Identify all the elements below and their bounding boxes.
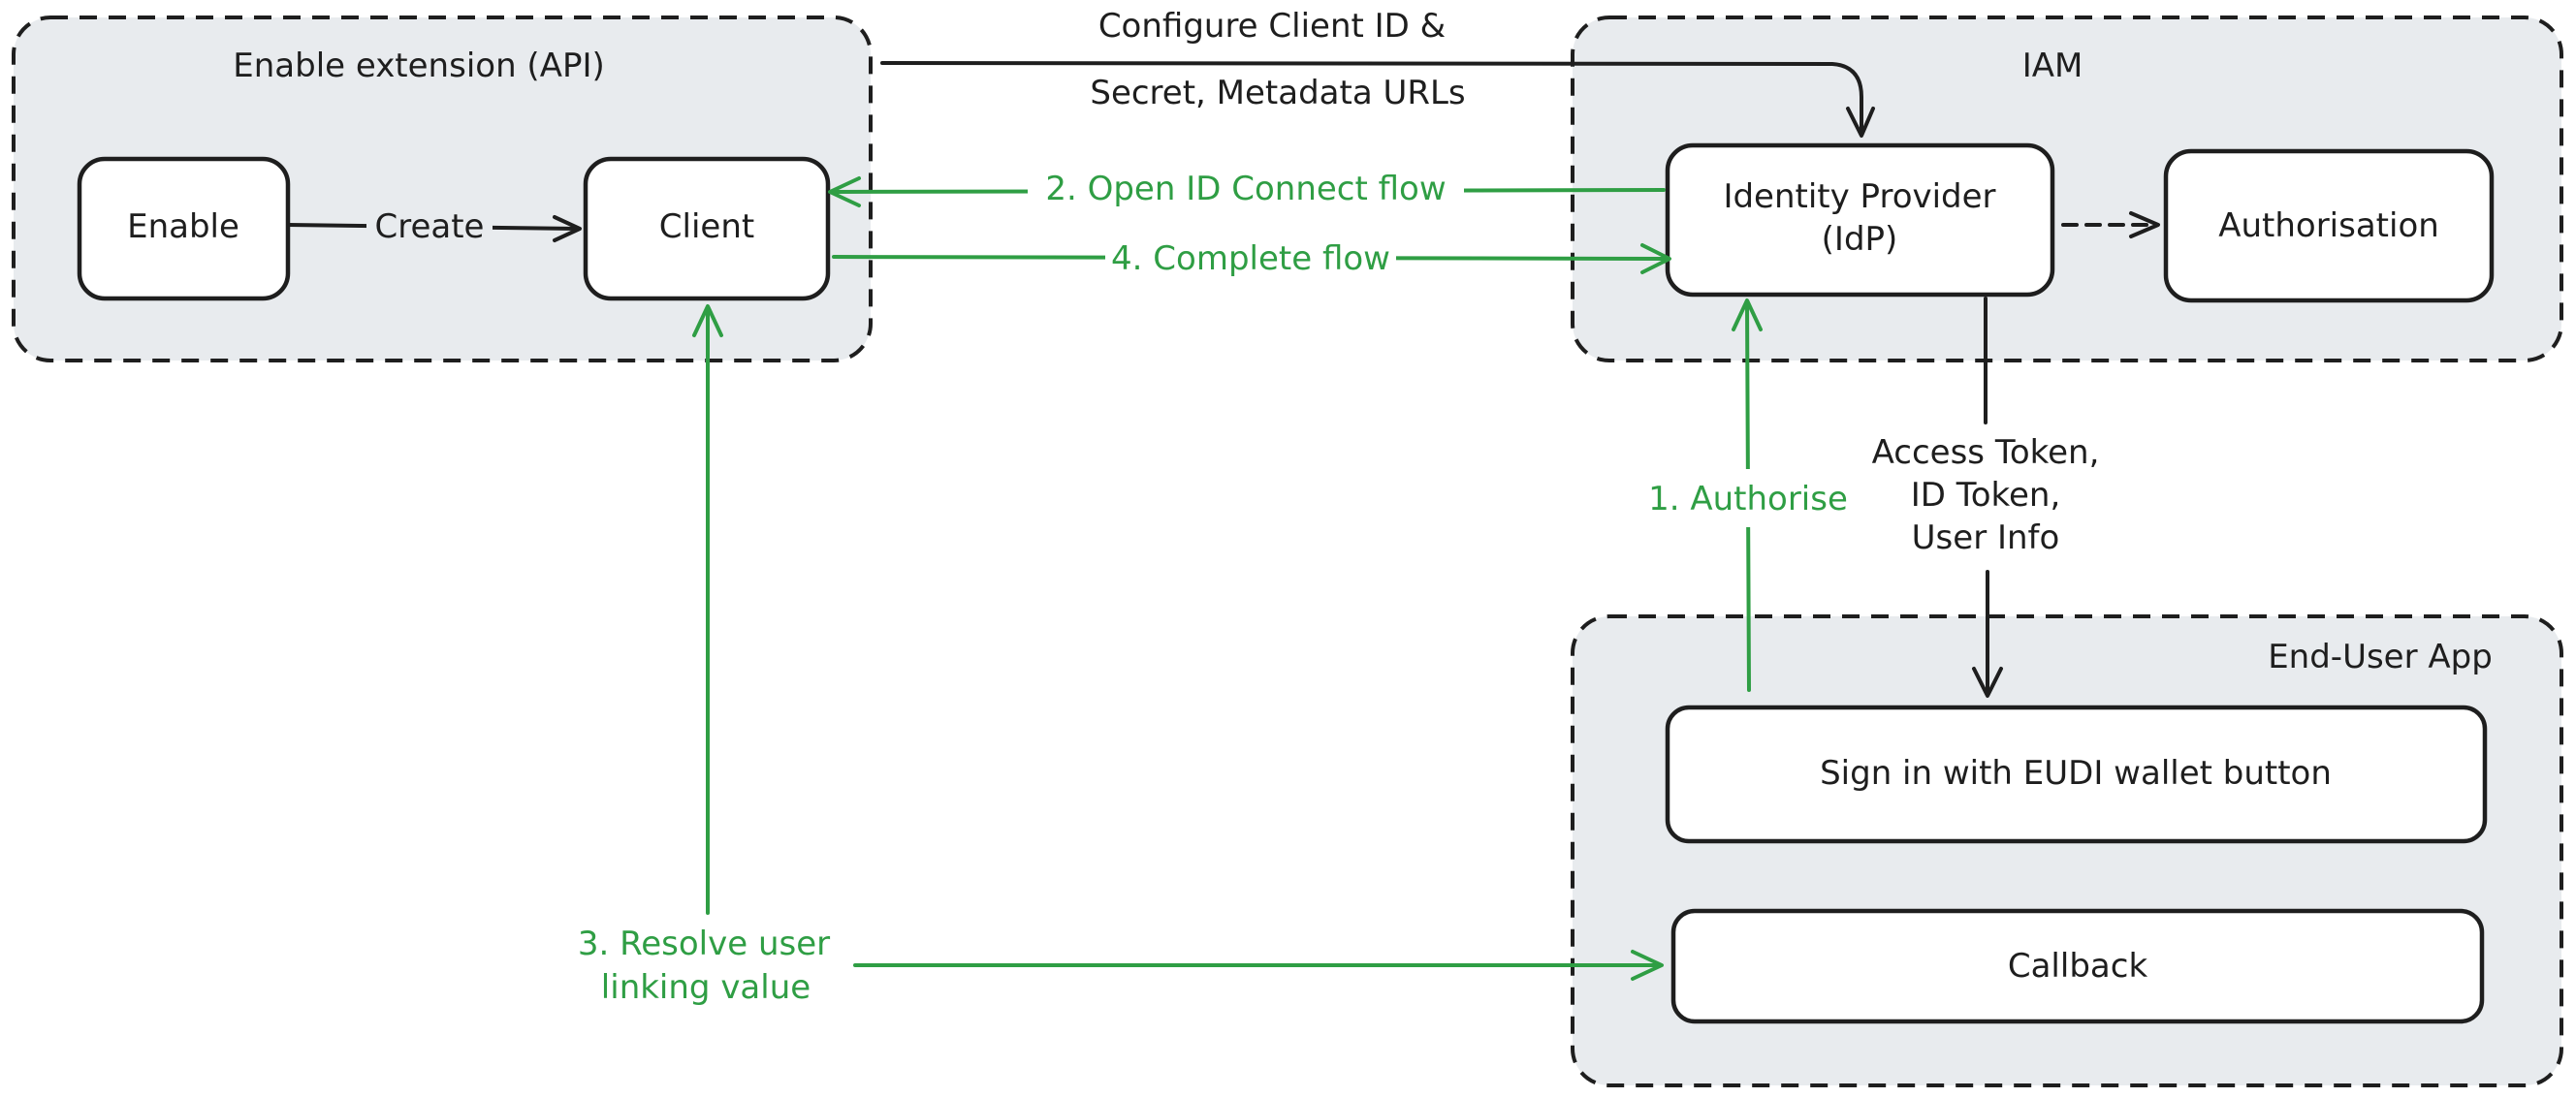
node-client: [583, 156, 831, 301]
edge-resolve-label-line1: 3. Resolve user: [578, 925, 830, 963]
edge-oidc-label: 2. Open ID Connect flow: [1045, 170, 1446, 208]
edge-complete-flow: 4. Complete flow: [832, 236, 1671, 283]
node-signin-label: Sign in with EUDI wallet button: [1820, 754, 2332, 793]
edge-idp-to-authorisation: [2061, 211, 2160, 238]
edge-tokens: Access Token, ID Token, User Info: [1872, 297, 2100, 698]
node-client-label: Client: [659, 207, 754, 246]
edge-tokens-label-line1: Access Token,: [1872, 433, 2100, 472]
node-idp-label-line2: (IdP): [1822, 220, 1898, 259]
group-label-api: Enable extension (API): [233, 47, 605, 85]
node-idp-label-line1: Identity Provider: [1723, 177, 1995, 216]
edge-resolve-label-line2: linking value: [601, 968, 811, 1007]
edge-tokens-label-line3: User Info: [1912, 518, 2060, 557]
edge-configure: Configure Client ID & Secret, Metadata U…: [880, 7, 1875, 138]
node-identity-provider: [1665, 142, 2055, 298]
group-label-iam: IAM: [2022, 47, 2083, 85]
edge-tokens-label-line2: ID Token,: [1911, 476, 2061, 515]
node-signin-button: [1665, 705, 2488, 844]
edge-authorise: 1. Authorise: [1638, 298, 1858, 692]
group-label-app: End-User App: [2268, 638, 2493, 676]
edge-complete-label: 4. Complete flow: [1111, 239, 1390, 278]
edge-configure-label-line2: Secret, Metadata URLs: [1090, 74, 1465, 112]
node-callback: [1670, 908, 2485, 1024]
node-authorisation: [2163, 148, 2495, 303]
node-callback-label: Callback: [2008, 947, 2148, 986]
node-authorisation-label: Authorisation: [2218, 206, 2439, 245]
edge-authorise-label: 1. Authorise: [1648, 480, 1848, 518]
edge-configure-label-line1: Configure Client ID &: [1098, 7, 1446, 46]
node-enable-label: Enable: [127, 207, 239, 246]
edge-resolve-user: 3. Resolve user linking value: [578, 304, 1664, 1007]
edge-create-label: Create: [375, 207, 485, 246]
edge-create: Create: [286, 207, 582, 250]
edge-open-id-connect-flow: 2. Open ID Connect flow: [828, 167, 1666, 215]
node-enable: [77, 156, 291, 301]
